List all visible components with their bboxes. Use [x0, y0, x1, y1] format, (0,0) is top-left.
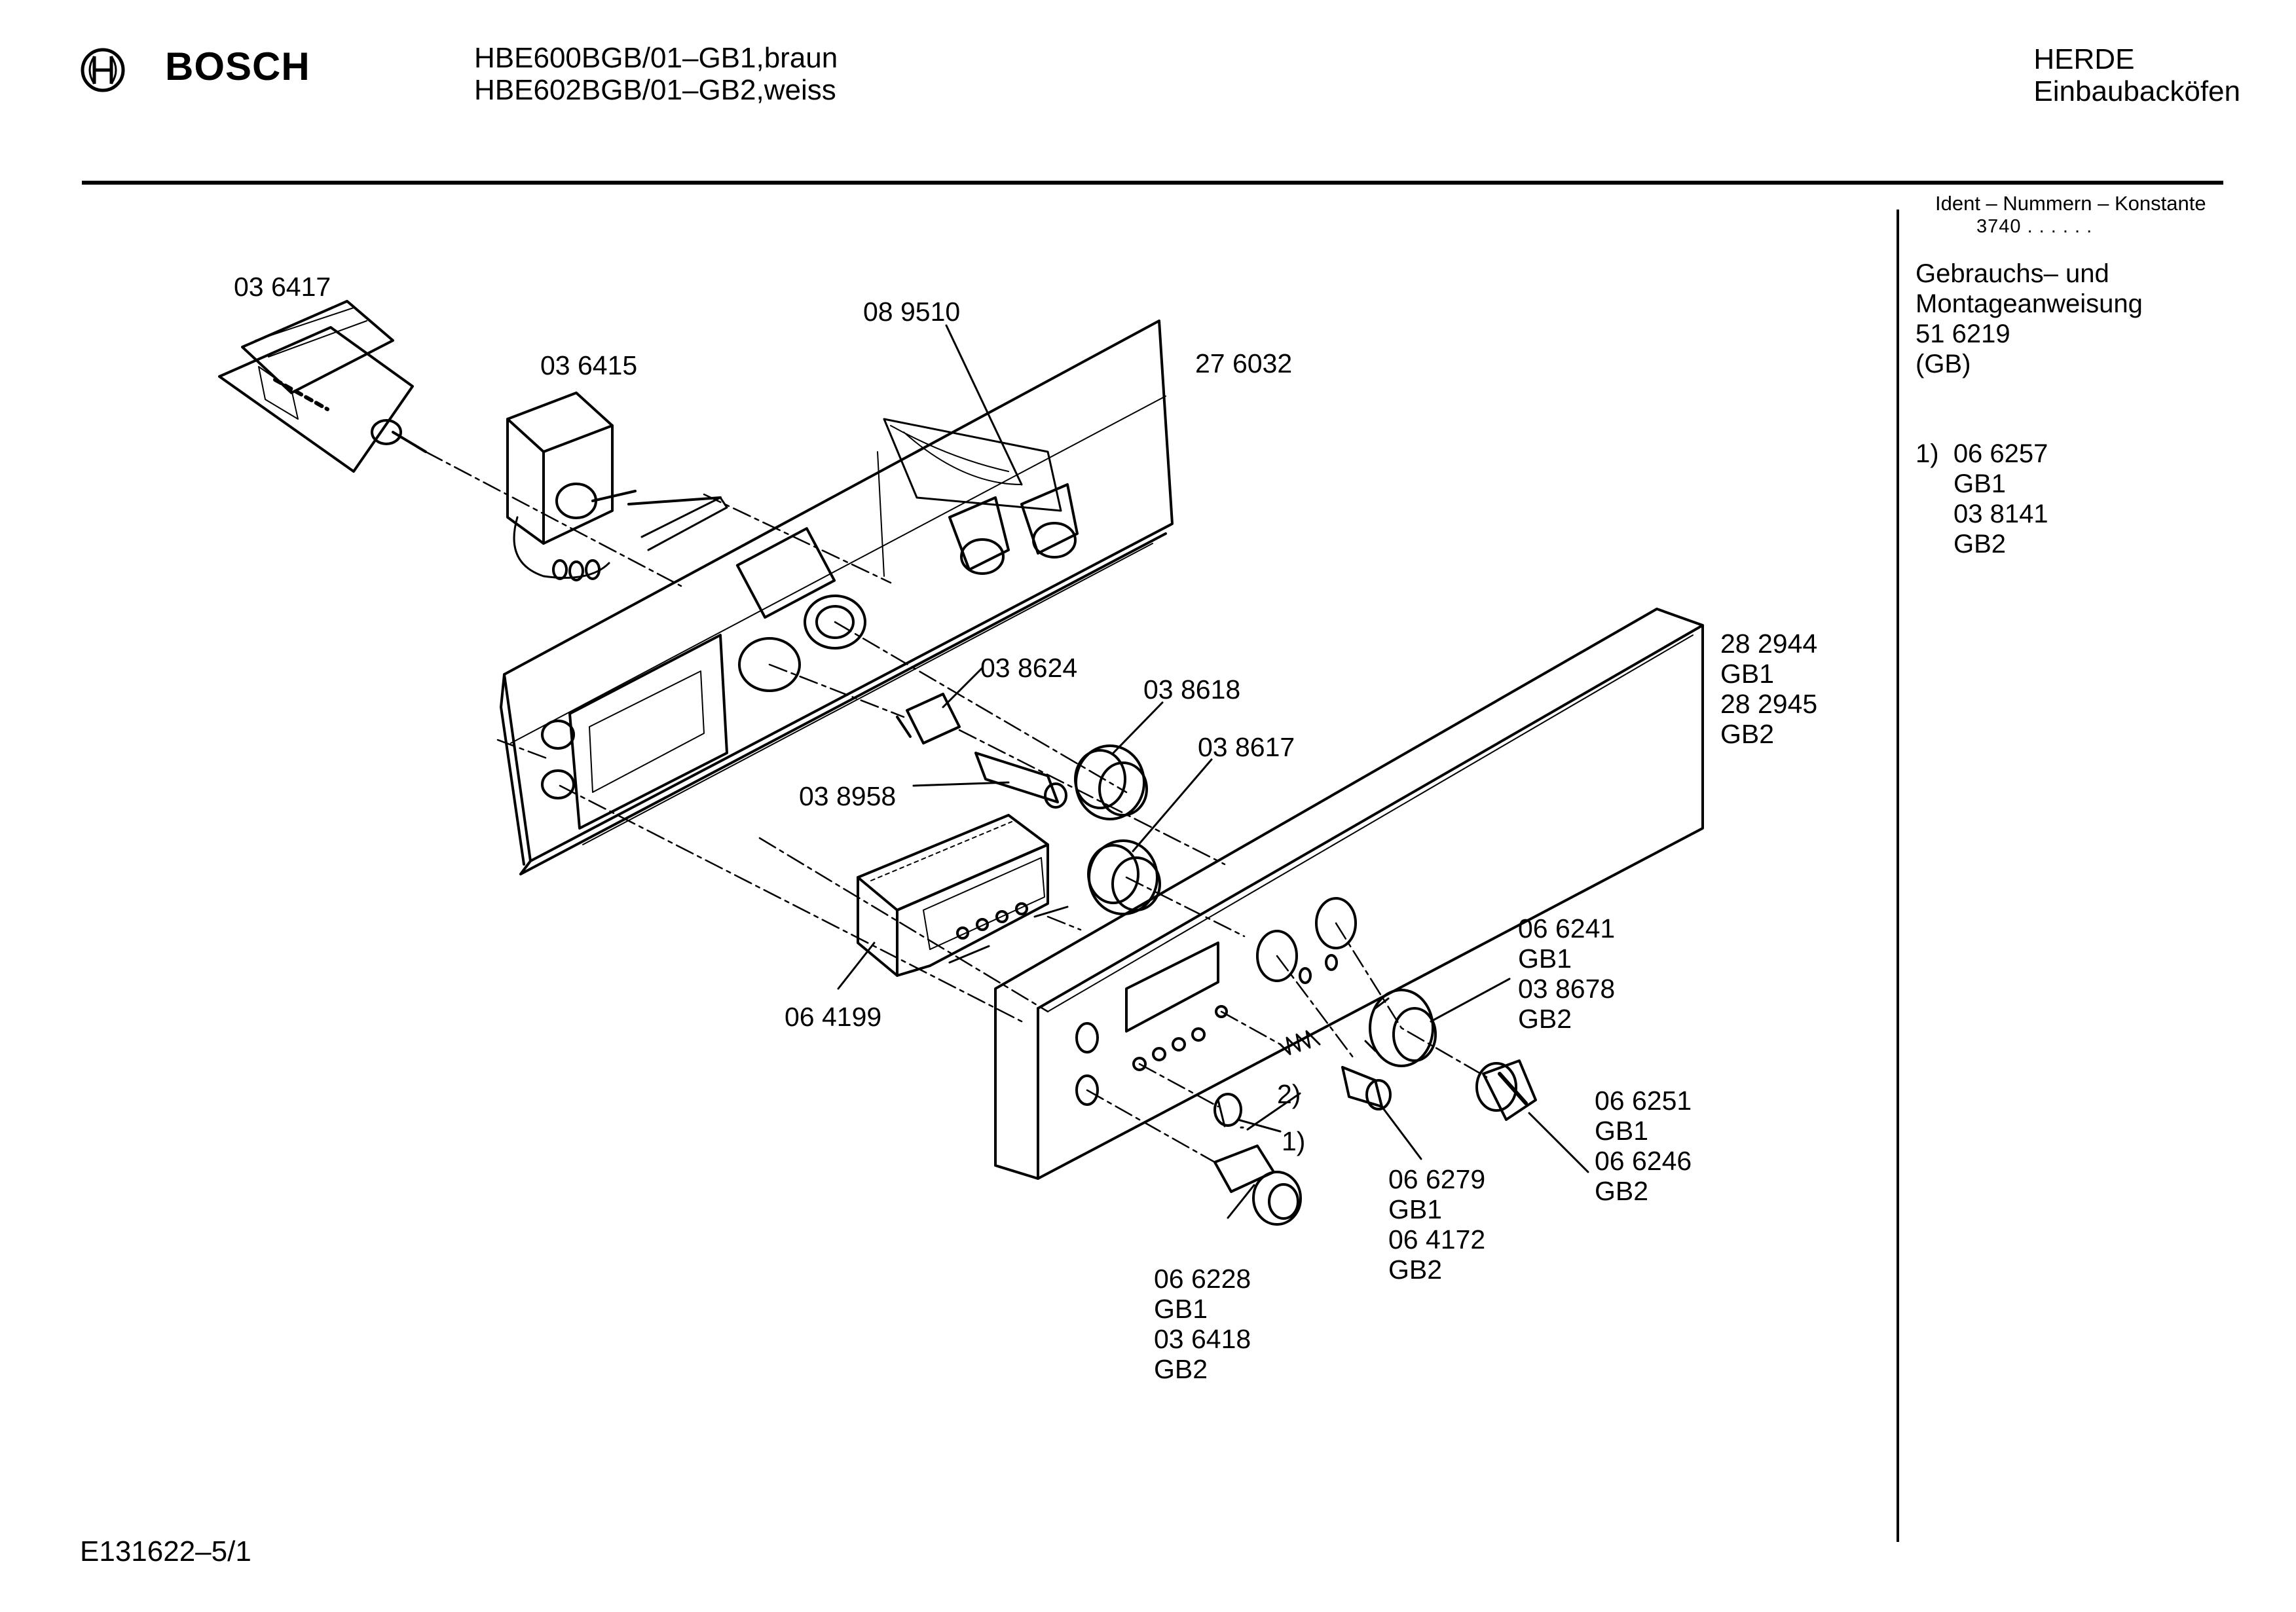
manual-line: 51 6219	[1916, 320, 2010, 348]
control-lamp-assembly	[883, 418, 1079, 575]
part-line: 03 8617	[1198, 732, 1295, 762]
footnote-line: GB1	[1953, 469, 2007, 498]
thermostat	[506, 392, 728, 581]
part-label: 03 8618	[1143, 674, 1240, 705]
part-line: 06 6279	[1388, 1164, 1486, 1194]
part-line: GB2	[1388, 1255, 1443, 1285]
part-line: 06 6241	[1518, 913, 1616, 943]
category-line: Einbaubacköfen	[2033, 75, 2240, 108]
bosch-logo-icon	[81, 48, 125, 92]
part-line: 03 6417	[234, 272, 331, 302]
lamp-holder	[896, 693, 961, 744]
push-button	[1213, 1093, 1242, 1127]
part-label: 06 4199	[785, 1002, 881, 1032]
part-line: 03 8624	[980, 653, 1078, 683]
part-label: 08 9510	[863, 297, 960, 327]
ident-label: Ident – Nummern – Konstante	[1935, 192, 2206, 215]
footnote-marker: 1)	[1916, 439, 1939, 468]
assembly-axis-lines	[424, 450, 1488, 1163]
part-label: 06 6251 GB1 06 6246 GB2	[1595, 1086, 1692, 1206]
part-line: 28 2944	[1720, 629, 1818, 659]
part-line: GB1	[1720, 659, 1775, 689]
model-line: HBE602BGB/01–GB2,weiss	[474, 74, 836, 107]
part-line: 2)	[1277, 1079, 1301, 1109]
category-line: HERDE	[2033, 43, 2135, 75]
part-label: 28 2944 GB1 28 2945 GB2	[1720, 629, 1817, 749]
footnote-ref: 1)	[1282, 1126, 1305, 1156]
model-line: HBE600BGB/01–GB1,braun	[474, 42, 838, 74]
part-line: 06 4199	[785, 1002, 882, 1032]
mounting-plate	[500, 320, 1174, 875]
sidebar-divider	[1897, 210, 1899, 1542]
manual-reference: Gebrauchs– und Montageanweisung 51 6219 …	[1916, 259, 2143, 379]
part-line: 27 6032	[1195, 348, 1293, 378]
part-line: GB1	[1595, 1116, 1649, 1146]
manual-line: (GB)	[1916, 350, 1971, 378]
footnote-ref: 2)	[1277, 1079, 1301, 1109]
part-line: GB2	[1154, 1354, 1208, 1384]
signal-lamp	[1213, 1145, 1302, 1226]
part-line: 06 6228	[1154, 1264, 1251, 1294]
part-label: 03 6417	[234, 272, 331, 302]
part-label: 03 6415	[540, 350, 637, 380]
footnote-line: GB2	[1953, 530, 2007, 559]
leader-lines	[837, 324, 1589, 1219]
front-control-panel	[994, 608, 1704, 1180]
footnote-line: 03 8141	[1953, 500, 2048, 528]
part-label: 27 6032	[1195, 348, 1292, 378]
bezel-ring-upper	[1074, 744, 1148, 820]
part-line: 03 6415	[540, 350, 638, 380]
part-label: 03 8617	[1198, 732, 1295, 762]
header-rule	[82, 181, 2223, 185]
part-line: 08 9510	[863, 297, 961, 327]
part-label: 06 6228 GB1 03 6418 GB2	[1154, 1264, 1251, 1384]
product-category: HERDE Einbaubacköfen	[2033, 43, 2240, 108]
ident-value: 3740 . . . . . .	[1976, 216, 2093, 237]
part-line: 03 8958	[799, 781, 897, 811]
manual-line: Montageanweisung	[1916, 289, 2143, 318]
part-line: GB2	[1595, 1176, 1649, 1206]
part-line: GB1	[1388, 1194, 1443, 1224]
part-label: 03 8958	[799, 781, 896, 811]
part-line: GB2	[1518, 1004, 1572, 1034]
part-line: GB2	[1720, 719, 1775, 749]
part-line: 06 6251	[1595, 1086, 1692, 1116]
part-line: GB1	[1154, 1294, 1208, 1324]
manual-line: Gebrauchs– und	[1916, 259, 2109, 288]
part-line: 06 6246	[1595, 1146, 1692, 1176]
drawing-code: E131622–5/1	[80, 1535, 251, 1567]
control-knob	[1475, 1059, 1537, 1121]
part-line: 03 6418	[1154, 1324, 1251, 1354]
selector-switch	[218, 300, 427, 473]
part-line: 06 4172	[1388, 1224, 1486, 1255]
part-label: 03 8624	[980, 653, 1077, 683]
brand-name: BOSCH	[165, 45, 310, 88]
lamp-bulb	[974, 752, 1067, 809]
footnote-line: 06 6257	[1953, 439, 2048, 468]
part-line: GB1	[1518, 943, 1572, 974]
part-line: 03 8678	[1518, 974, 1616, 1004]
exploded-view-drawing	[218, 300, 1704, 1226]
bezel-ring-lower	[1087, 839, 1161, 915]
model-list: HBE600BGB/01–GB1,braun HBE602BGB/01–GB2,…	[474, 42, 838, 107]
part-label: 06 6279 GB1 06 4172 GB2	[1388, 1164, 1485, 1285]
part-line: 1)	[1282, 1126, 1306, 1156]
part-line: 03 8618	[1143, 674, 1241, 705]
timer-module	[857, 814, 1069, 977]
knob-bezel	[1364, 989, 1437, 1067]
part-line: 28 2945	[1720, 689, 1818, 719]
footnote: 1) 06 6257 GB1 03 8141 GB2	[1916, 439, 2048, 559]
part-label: 06 6241 GB1 03 8678 GB2	[1518, 913, 1615, 1034]
